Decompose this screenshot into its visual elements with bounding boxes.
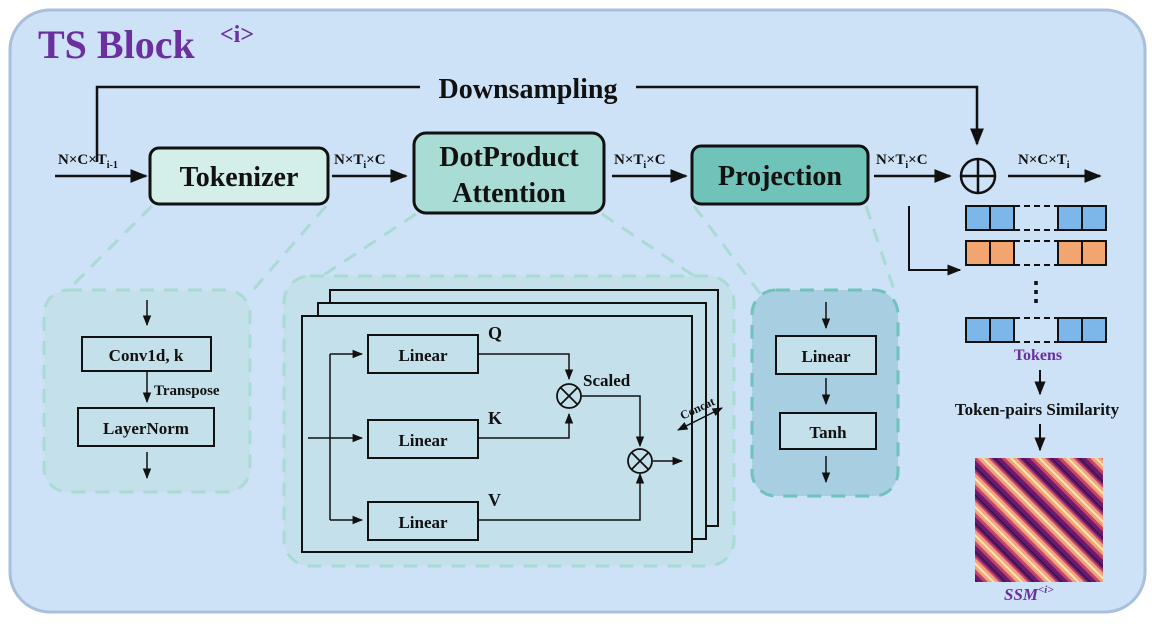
scaled-label: Scaled [583,371,631,390]
concat-arrow [677,407,723,431]
linear-q-box [367,334,479,374]
layernorm-box [77,407,215,447]
dim-after-attention: N×Ti×C [614,152,666,171]
projection-label: Projection [718,161,842,192]
attn-v-mult-x2 [630,451,650,471]
downsampling-line-left [95,85,420,162]
conv1d-box [81,336,212,372]
linear-q-label: Linear [398,346,448,365]
dim-output: N×C×Ti [1018,152,1070,171]
projection-linear-box [775,335,877,375]
attention-label-line2: Attention [452,178,566,209]
linear-k-label: Linear [398,431,448,450]
tanh-box [779,412,877,450]
q-label: Q [488,323,502,343]
projection-detail-panel [750,288,900,498]
tokens-ellipsis: ⋮ [1023,277,1049,306]
scaled-to-mult-arrow [581,395,645,448]
zoom-connectors [60,204,898,298]
attention-label-line1: DotProduct [439,142,579,173]
token-row-2 [965,240,1107,266]
linear-v-box [367,501,479,541]
similarity-label: Token-pairs Similarity [955,400,1120,419]
projection-linear-label: Linear [801,347,851,366]
k-label: K [488,408,502,428]
ssm-heatmap [975,458,1103,582]
dim-input: N×C×Ti-1 [58,152,118,171]
dim-after-tokenizer: N×Ti×C [334,152,386,171]
dim-after-projection: N×Ti×C [876,152,928,171]
attn-v-mult-circle [627,448,653,474]
downsampling-line-right [636,85,984,146]
tanh-label: Tanh [809,423,847,442]
tokenizer-label: Tokenizer [180,162,299,193]
tokens-label: Tokens [1014,347,1062,364]
projection-block [690,144,870,206]
qk-mult-x2 [559,386,579,406]
token-row-1 [965,205,1107,231]
linear-k-box [367,419,479,459]
token-row-3 [965,317,1107,343]
conv1d-label: Conv1d, k [109,346,184,365]
transpose-label: Transpose [154,383,220,399]
k-to-mult-arrow [478,412,574,439]
tokenizer-block [148,146,330,206]
v-to-mult-arrow [478,472,645,521]
linear-v-label: Linear [398,513,448,532]
q-to-mult-arrow [478,353,574,381]
layernorm-label: LayerNorm [103,419,189,438]
branch-to-tokens-arrow [908,206,962,276]
panel-title: TS Block [38,22,195,67]
attention-head [301,315,693,553]
panel-title-superscript: <i> [220,22,254,48]
attention-block [412,131,606,215]
v-label: V [488,490,501,510]
ssm-label: SSM<i> [1004,584,1054,604]
downsampling-label: Downsampling [439,74,618,105]
